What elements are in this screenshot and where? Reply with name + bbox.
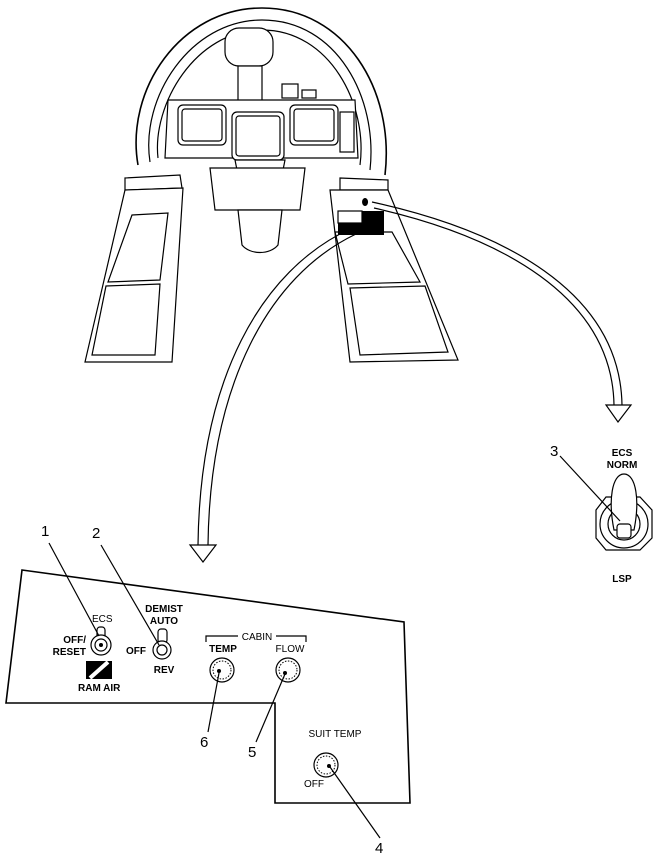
cabin-label: CABIN — [242, 632, 273, 643]
left-display — [177, 104, 227, 146]
arrow-to-lsp-switch — [371, 201, 623, 406]
demist-switch[interactable]: DEMIST AUTO OFF REV — [126, 604, 183, 676]
cabin-flow-label: FLOW — [276, 644, 305, 655]
lsp-norm-label: NORM — [607, 460, 638, 471]
cabin-temp-knob[interactable] — [209, 657, 235, 683]
callout-5: 5 — [248, 744, 256, 761]
callout-1-leader — [48, 542, 100, 637]
lsp-label: LSP — [612, 574, 632, 585]
arrow-head-lsp-switch — [604, 404, 633, 424]
left-console — [84, 187, 184, 363]
callout-4: 4 — [375, 840, 383, 857]
panel-outline — [5, 569, 411, 804]
lsp-switch[interactable]: ECS NORM LSP — [595, 448, 653, 585]
demist-rev-label: REV — [154, 665, 175, 676]
right-display — [289, 104, 339, 146]
suit-temp-off-label: OFF — [304, 779, 324, 790]
callout-6: 6 — [200, 734, 208, 751]
callout-3-leader — [559, 455, 621, 522]
leader-arrows — [188, 201, 633, 563]
center-pedestal — [209, 167, 306, 211]
arrow-head-ecs-panel — [188, 544, 218, 563]
callout-6-leader — [207, 672, 220, 733]
right-sill — [339, 177, 389, 191]
callout-5-leader — [255, 673, 286, 743]
ecs-control-panel: ECS OFF/ RESET RAM AIR DEMIST AUTO OFF R… — [5, 569, 411, 804]
upfront-panel — [281, 83, 299, 99]
cabin-flow-knob[interactable] — [275, 657, 301, 683]
ecs-off-reset-switch[interactable]: ECS OFF/ RESET RAM AIR — [53, 614, 122, 694]
demist-off-label: OFF — [126, 646, 146, 657]
control-stick-base — [237, 209, 283, 254]
lsp-switch-location-marker — [362, 198, 369, 206]
callouts: 1 2 3 4 5 6 — [41, 443, 621, 857]
ecs-switch-label: ECS — [92, 614, 113, 625]
callout-2: 2 — [92, 525, 100, 542]
callout-2-leader — [100, 544, 160, 646]
center-display — [231, 111, 285, 161]
arrow-to-ecs-panel — [197, 227, 353, 546]
ecs-off-label: OFF/ — [63, 635, 86, 646]
cabin-group: CABIN TEMP FLOW — [205, 632, 307, 655]
suit-temp-knob[interactable]: SUIT TEMP OFF — [304, 729, 362, 790]
callout-4-leader — [329, 766, 381, 839]
canopy-arch-outer — [135, 7, 387, 176]
callout-1: 1 — [41, 523, 49, 540]
suit-temp-label: SUIT TEMP — [309, 729, 362, 740]
lsp-switch-lever — [610, 473, 638, 531]
lsp-ecs-label: ECS — [612, 448, 633, 459]
demist-auto-label: AUTO — [150, 616, 178, 627]
cabin-temp-label: TEMP — [209, 644, 237, 655]
callout-3: 3 — [550, 443, 558, 460]
canopy-arch-inner — [148, 19, 372, 171]
seat-headrest — [224, 27, 274, 67]
demist-switch-bezel — [152, 640, 172, 660]
ecs-reset-label: RESET — [53, 647, 86, 658]
demist-label: DEMIST — [145, 604, 183, 615]
ram-air-label: RAM AIR — [78, 683, 121, 694]
cockpit-overview — [84, 7, 459, 363]
